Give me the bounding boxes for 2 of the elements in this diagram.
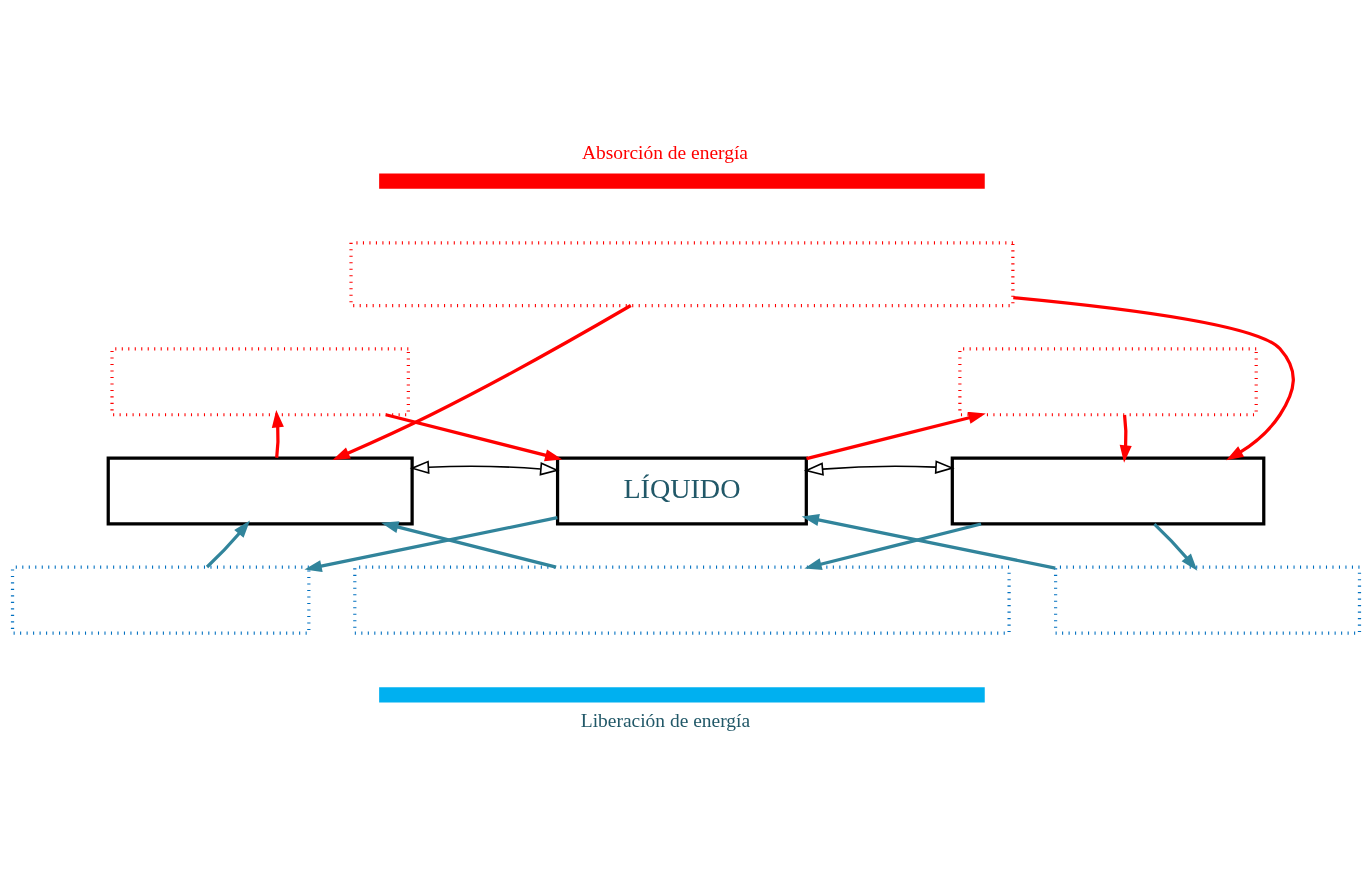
label: Liberación de energía — [580, 709, 751, 731]
label: Absorción de energía — [581, 141, 748, 163]
